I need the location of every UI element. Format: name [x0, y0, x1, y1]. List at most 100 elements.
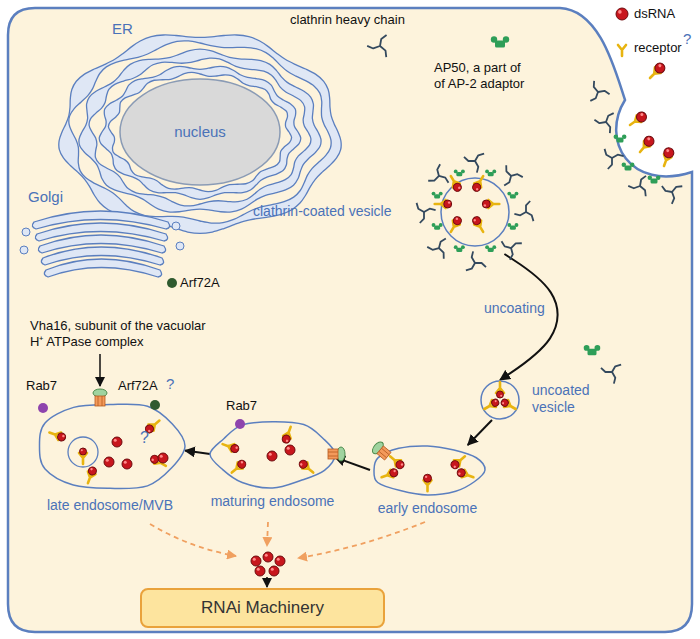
illustration-part [466, 251, 486, 272]
illustration-part [106, 459, 109, 462]
illustration-part [151, 458, 154, 461]
illustration-part [491, 36, 509, 47]
illustration-part [473, 219, 476, 222]
illustration-part [454, 245, 465, 252]
illustration-part [439, 237, 446, 249]
illustration-part [524, 212, 536, 221]
illustration-part [507, 248, 514, 260]
illustration-part [263, 552, 273, 562]
illustration-part [656, 176, 660, 180]
illustration-part [441, 178, 509, 246]
illustration-part [447, 215, 462, 234]
illustration-part [500, 398, 518, 413]
illustration-part [657, 176, 686, 205]
illustration-part [647, 137, 651, 141]
illustration-part [79, 49, 321, 212]
illustration-part [428, 173, 439, 184]
illustration-part [448, 201, 450, 203]
illustration-part [471, 174, 486, 193]
illustration-part [640, 175, 646, 187]
illustration-part [608, 158, 612, 169]
illustration-part [432, 223, 436, 227]
illustration-part [617, 138, 624, 143]
illustration-part [482, 398, 500, 413]
illustration-part [89, 58, 311, 206]
illustration-part [597, 357, 625, 385]
illustration-part [672, 184, 682, 195]
illustration-part [622, 163, 635, 171]
illustration-part [266, 577, 268, 587]
illustration-part [515, 223, 519, 227]
illustration-part [464, 157, 475, 161]
illustration-part [628, 182, 640, 190]
illustration-part [497, 391, 504, 398]
illustration-part [56, 432, 66, 442]
illustration-part [81, 449, 83, 451]
illustration-part [286, 439, 289, 442]
illustration-part [503, 165, 514, 176]
illustration-part [618, 45, 626, 56]
text-label: Arf72A [180, 275, 220, 291]
node-label: clathrin-coated vesicle [253, 203, 392, 220]
illustration-part [470, 251, 479, 263]
illustration-part [229, 459, 247, 476]
illustration-part [592, 108, 619, 134]
illustration-part [640, 112, 644, 116]
illustration-part [114, 439, 117, 442]
endosome-shape: maturing endosome [210, 420, 335, 488]
illustration-part [98, 396, 102, 406]
illustration-part [642, 134, 656, 148]
illustration-part [484, 204, 486, 206]
node-label: uncoated vesicle [532, 382, 604, 416]
illustration-part [602, 149, 614, 158]
illustration-part [380, 468, 399, 481]
illustration-part [400, 463, 403, 466]
illustration-part [504, 175, 511, 187]
illustration-part [456, 172, 462, 176]
illustration-part [500, 398, 510, 408]
edge-label: uncoating [484, 300, 545, 318]
illustration-part [622, 135, 626, 139]
endosome-shape-outline [35, 400, 185, 492]
illustration-part [496, 232, 525, 261]
illustration-part [436, 248, 447, 259]
illustration-part [285, 445, 295, 455]
illustration-part [427, 244, 439, 251]
illustration-part [514, 201, 535, 221]
illustration-part [612, 153, 624, 162]
illustration-part [622, 163, 626, 167]
illustration-part [500, 395, 502, 397]
illustration-part [511, 240, 522, 251]
illustration-part [122, 459, 132, 469]
illustration-part [584, 345, 601, 355]
illustration-part [95, 396, 105, 406]
illustration-part [424, 474, 432, 491]
illustration-part [420, 212, 424, 223]
illustration-part [236, 459, 247, 470]
illustration-part [235, 419, 245, 429]
illustration-part [490, 398, 500, 408]
illustration-part [500, 241, 512, 248]
illustration-part [172, 222, 180, 230]
illustration-part [485, 245, 489, 249]
illustration-part [452, 215, 463, 226]
illustration-part [438, 176, 450, 183]
illustration-part [379, 448, 389, 457]
endosome-shape-outline [370, 445, 485, 495]
illustration-part [298, 522, 425, 558]
illustration-part [511, 173, 523, 180]
illustration-part [510, 194, 516, 198]
illustration-part [618, 10, 622, 14]
illustration-part [377, 46, 389, 57]
illustration-part [160, 455, 163, 458]
text-label: Vha16, subunit of the vacuolar H⁺ ATPase… [30, 318, 215, 351]
illustration-part [646, 61, 667, 82]
endosome-shape-outline [210, 420, 335, 488]
illustration-part [432, 223, 443, 230]
illustration-part [449, 459, 460, 470]
text-label: clathrin heavy chain [290, 12, 405, 28]
illustration-part [598, 90, 610, 96]
illustration-part [235, 446, 238, 449]
illustration-part [651, 179, 658, 184]
illustration-part [492, 170, 496, 174]
